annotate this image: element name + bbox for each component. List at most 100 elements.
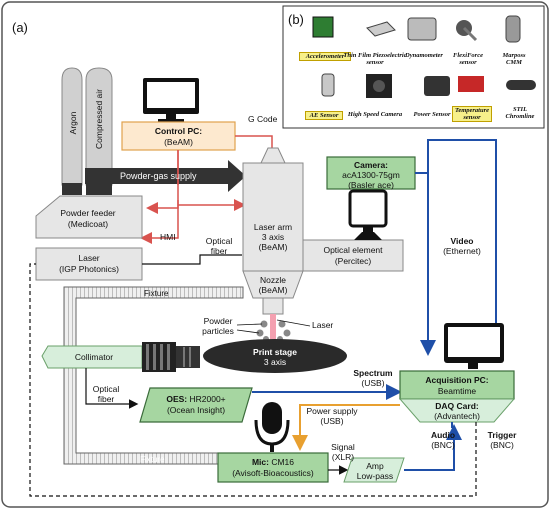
- sensor-label-dynamometer: Dynamometer: [405, 52, 443, 59]
- spectrum-sub: (USB): [361, 378, 385, 388]
- sensor-label-temperature: Temperature sensor: [452, 106, 492, 122]
- power-supply-label: Power supply: [306, 406, 358, 416]
- sensor-label-marposs: Marposs CMM: [502, 52, 526, 66]
- signal-sub: (XLR): [331, 452, 355, 462]
- signal-label: Signal: [331, 442, 355, 452]
- laser-arm-axis: 3 axis: [261, 232, 285, 242]
- optical-element-name: Optical element: [323, 245, 383, 255]
- temperature-sensor-icon: [458, 76, 484, 92]
- powder-gas-arrow-body: [85, 168, 230, 184]
- stil-chromline-icon: [506, 80, 536, 90]
- optical-fiber-top-2: fiber: [210, 246, 228, 256]
- sensor-thumbnails: [312, 15, 536, 98]
- laser-arm-name: Laser arm: [253, 222, 293, 232]
- optical-element-box: [302, 239, 404, 272]
- nozzle-vendor: (BeAM): [258, 285, 288, 295]
- control-pc-box: [121, 121, 236, 151]
- fixture-bottom-label: Fixture: [140, 455, 165, 464]
- sensor-label-accelerometer: Accelerometer: [299, 52, 351, 61]
- laser-arm-box: [242, 162, 304, 272]
- oes-title: OES:: [166, 394, 188, 404]
- sensor-label-ae: AE Sensor: [305, 111, 343, 120]
- mic-title-line: Mic: CM16: [218, 457, 328, 467]
- mic-model: CM16: [268, 457, 295, 467]
- power-supply-sub: (USB): [320, 416, 344, 426]
- oes-title-line: OES: HR2000+: [146, 394, 246, 404]
- argon-cylinder: [61, 67, 83, 186]
- camera-model: acA1300-75gm: [342, 170, 400, 180]
- argon-label: Argon: [68, 111, 78, 135]
- accelerometer-icon: [312, 16, 334, 38]
- fixture-frame: [63, 286, 244, 465]
- oes-vendor: (Ocean Insight): [166, 405, 226, 415]
- acquisition-pc-title: Acquisition PC:: [425, 375, 489, 385]
- optical-fiber-bottom-1: Optical: [92, 384, 120, 394]
- camera-title: Camera:: [353, 160, 389, 170]
- sensor-label-power: Power Sensor: [413, 111, 451, 118]
- optical-fiber-bottom-2: fiber: [97, 394, 115, 404]
- spectrum-label: Spectrum: [353, 368, 393, 378]
- daq-title: DAQ Card:: [435, 401, 479, 411]
- trigger-label: Trigger: [487, 430, 517, 440]
- trigger-sub: (BNC): [490, 440, 514, 450]
- laser-source-box: [35, 247, 143, 281]
- optical-fiber-top-1: Optical: [205, 236, 233, 246]
- laser-name: Laser: [78, 253, 100, 263]
- sensor-label-piezo: Thin Film Piezoelectric sensor: [343, 52, 407, 66]
- collimator-lens-icon: [142, 342, 200, 372]
- collimator-label: Collimator: [74, 352, 114, 362]
- panel-b-label: (b): [288, 12, 304, 27]
- acquisition-pc-software: Beamtime: [437, 386, 477, 396]
- powder-feeder-vendor: (Medicoat): [67, 219, 109, 229]
- audio-sub: (BNC): [431, 440, 455, 450]
- optical-element-vendor: (Percitec): [334, 256, 372, 266]
- daq-vendor: (Advantech): [434, 411, 480, 421]
- mic-title: Mic:: [251, 457, 269, 467]
- print-stage-axis: 3 axis: [263, 357, 287, 367]
- camera-icon: [348, 189, 388, 228]
- powder-gas-label: Powder-gas supply: [120, 171, 197, 181]
- nozzle-shape: [242, 270, 304, 299]
- amp-sub: Low-pass: [356, 471, 394, 481]
- audio-label: Audio: [430, 430, 456, 440]
- daq-card-box: [398, 398, 516, 423]
- powder-gas-arrow-head: [228, 160, 246, 192]
- panel-a-label: (a): [12, 20, 28, 35]
- nozzle-name: Nozzle: [260, 275, 286, 285]
- ae-sensor-icon: [321, 73, 335, 97]
- control-pc-sub: (BeAM): [164, 137, 193, 147]
- camera-box: [326, 156, 416, 190]
- powder-particles-1: Powder: [203, 316, 233, 326]
- video-sub: (Ethernet): [443, 246, 481, 256]
- laser-vendor: (IGP Photonics): [59, 264, 119, 274]
- marposs-cmm-icon: [505, 15, 521, 43]
- hmi-label: HMI: [160, 232, 176, 242]
- dynamometer-icon: [407, 17, 437, 41]
- laser-beam-label: Laser: [312, 320, 334, 330]
- compressed-air-label: Compressed air: [94, 89, 104, 149]
- laser-arm-vendor: (BeAM): [258, 242, 288, 252]
- trigger-line: [29, 263, 477, 497]
- microphone-icon: [254, 402, 290, 452]
- piezo-film-icon: [366, 21, 396, 37]
- gcode-label: G Code: [248, 114, 278, 124]
- sensor-label-flexiforce: FlexiForce sensor: [453, 52, 483, 66]
- amp-box: [343, 457, 405, 483]
- sensor-label-high-speed-camera: High Speed Camera: [347, 111, 403, 118]
- sensor-label-stil: STIL Chromline: [505, 106, 535, 120]
- compressed-air-cylinder: [85, 67, 113, 186]
- powder-feeder-box: [35, 195, 143, 239]
- mic-vendor: (Avisoft-Bioacoustics): [232, 468, 314, 478]
- powder-feeder-name: Powder feeder: [60, 208, 116, 218]
- amp-label: Amp: [366, 461, 384, 471]
- powder-particles-2: particles: [202, 326, 234, 336]
- mic-box: [217, 452, 329, 483]
- camera-vendor: (Basler ace): [348, 180, 394, 190]
- fixture-top-label: Fixture: [144, 289, 169, 298]
- oes-model: HR2000+: [187, 394, 226, 404]
- control-pc-title: Control PC:: [154, 126, 203, 136]
- video-label: Video: [450, 236, 474, 246]
- print-stage: [203, 339, 347, 373]
- power-sensor-icon: [424, 76, 450, 96]
- print-stage-name: Print stage: [253, 347, 297, 357]
